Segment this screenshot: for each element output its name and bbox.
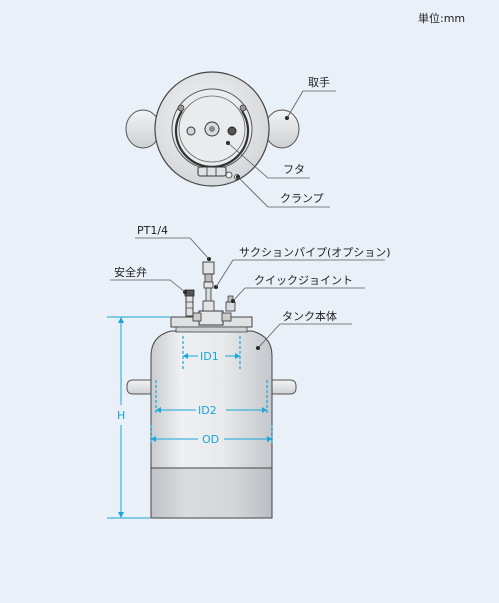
side-view: ID1 ID2 OD H PT1/4 サクションパイプ(オプション) <box>107 224 391 519</box>
id1-label: ID1 <box>200 350 219 363</box>
handle-label: 取手 <box>308 75 330 89</box>
id2-label: ID2 <box>198 404 217 417</box>
clamp-label: クランプ <box>280 192 324 205</box>
clamp-lever <box>197 166 227 177</box>
lid-label: フタ <box>283 163 305 176</box>
quick-joint <box>225 301 236 312</box>
right-handle <box>264 109 300 149</box>
unit-label: 単位:mm <box>418 11 465 25</box>
safety-valve-label: 安全弁 <box>114 265 147 279</box>
od-label: OD <box>202 433 219 446</box>
tank-body-label: タンク本体 <box>282 309 337 323</box>
tank-base <box>150 467 273 519</box>
quick-joint-label: クイックジョイント <box>254 274 353 287</box>
top-view: 取手 フタ クランプ <box>125 71 336 208</box>
tank-left-handle <box>126 379 154 395</box>
suction-pipe-label: サクションパイプ(オプション) <box>239 246 391 259</box>
tank-right-handle <box>269 379 297 395</box>
h-label: H <box>117 409 125 422</box>
pt-port <box>202 261 215 275</box>
pt-label: PT1/4 <box>137 224 168 237</box>
tank-body <box>150 330 273 469</box>
